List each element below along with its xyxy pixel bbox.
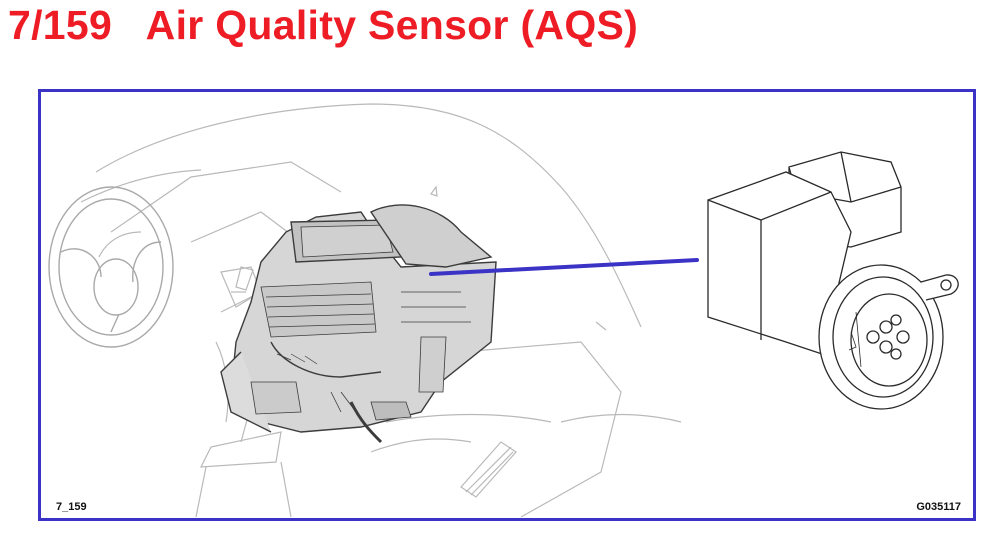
page-number: 7/159 (8, 2, 113, 48)
steering-wheel (48, 186, 174, 348)
page-title-text: Air Quality Sensor (AQS) (145, 2, 639, 48)
hvac-unit (220, 204, 497, 444)
figure-id-label: 7_159 (56, 501, 87, 513)
diagram-frame: 7_159 G035117 (38, 89, 976, 521)
leader-line (429, 258, 699, 276)
page-title: 7/159 Air Quality Sensor (AQS) (8, 2, 638, 49)
air-quality-sensor (707, 151, 959, 410)
diagram-illustration (48, 103, 959, 518)
figure-code-label: G035117 (916, 501, 961, 513)
